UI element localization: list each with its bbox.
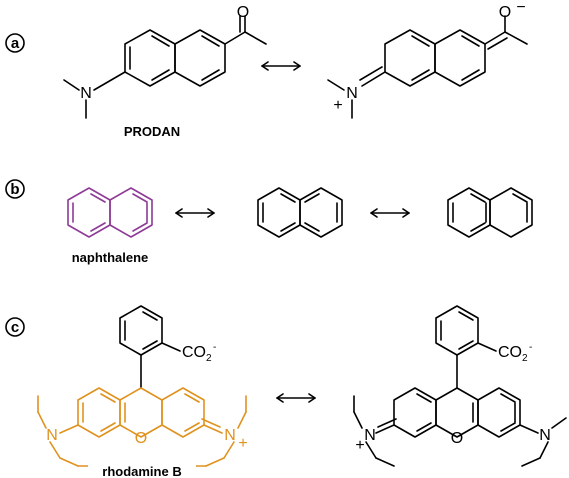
- resonance-arrow-c: [276, 393, 316, 403]
- naphthalene-kekule-2: [257, 187, 343, 238]
- carboxylate-right-label: CO: [498, 344, 522, 361]
- naphthalene-caption: naphthalene: [72, 250, 149, 265]
- rhodamine-left-xanthene: [37, 387, 247, 467]
- enolate-oxygen-label: O: [499, 4, 511, 21]
- carboxylate-left-charge: -: [213, 342, 216, 353]
- naphthalene-kekule-3: [447, 187, 533, 238]
- panel-label-a-text: a: [11, 35, 20, 52]
- prodan-zwitterion-structure: [327, 15, 528, 119]
- rhodamine-right-plus-charge: +: [355, 437, 364, 454]
- xanthene-right-oxygen-label: O: [451, 430, 463, 447]
- amine-nitrogen-label: N: [80, 85, 92, 102]
- carbonyl-oxygen-label: O: [237, 4, 249, 21]
- panel-b: b naphthalene: [5, 179, 533, 265]
- panel-label-b-text: b: [10, 181, 19, 198]
- resonance-arrow-b1: [175, 208, 215, 218]
- panel-label-c: c: [5, 317, 25, 337]
- panel-label-c-text: c: [11, 319, 19, 336]
- rhodamine-right-iminium-nitrogen: N: [364, 427, 376, 444]
- carboxylate-right-charge: -: [529, 342, 532, 353]
- enolate-minus-charge: −: [516, 0, 525, 16]
- panel-a: a O N PRODAN: [5, 0, 528, 139]
- naphthalene-highlighted: [67, 187, 153, 238]
- rhodamine-left-plus-charge: +: [238, 435, 247, 452]
- carboxylate-left-label: CO: [182, 344, 206, 361]
- resonance-arrow-b2: [370, 208, 410, 218]
- rhodamine-right-amine-nitrogen: N: [539, 427, 551, 444]
- iminium-plus-charge: +: [333, 97, 342, 114]
- rhodamine-caption: rhodamine B: [102, 464, 181, 478]
- rhodamine-left-benzoate: [119, 305, 181, 389]
- panel-label-a: a: [5, 33, 25, 53]
- rhodamine-left-amine-nitrogen: N: [46, 427, 58, 444]
- xanthene-left-oxygen-label: O: [135, 430, 147, 447]
- rhodamine-right-structure: [353, 305, 567, 467]
- prodan-caption: PRODAN: [124, 124, 180, 139]
- resonance-arrow-a: [261, 61, 301, 71]
- iminium-nitrogen-label: N: [346, 85, 358, 102]
- panel-label-b: b: [5, 179, 25, 199]
- prodan-neutral-structure: [63, 15, 267, 119]
- carboxylate-right-subscript: 2: [522, 353, 528, 364]
- carboxylate-left-subscript: 2: [206, 353, 212, 364]
- rhodamine-left-iminium-nitrogen: N: [224, 427, 236, 444]
- panel-c: c CO 2 -: [5, 305, 567, 478]
